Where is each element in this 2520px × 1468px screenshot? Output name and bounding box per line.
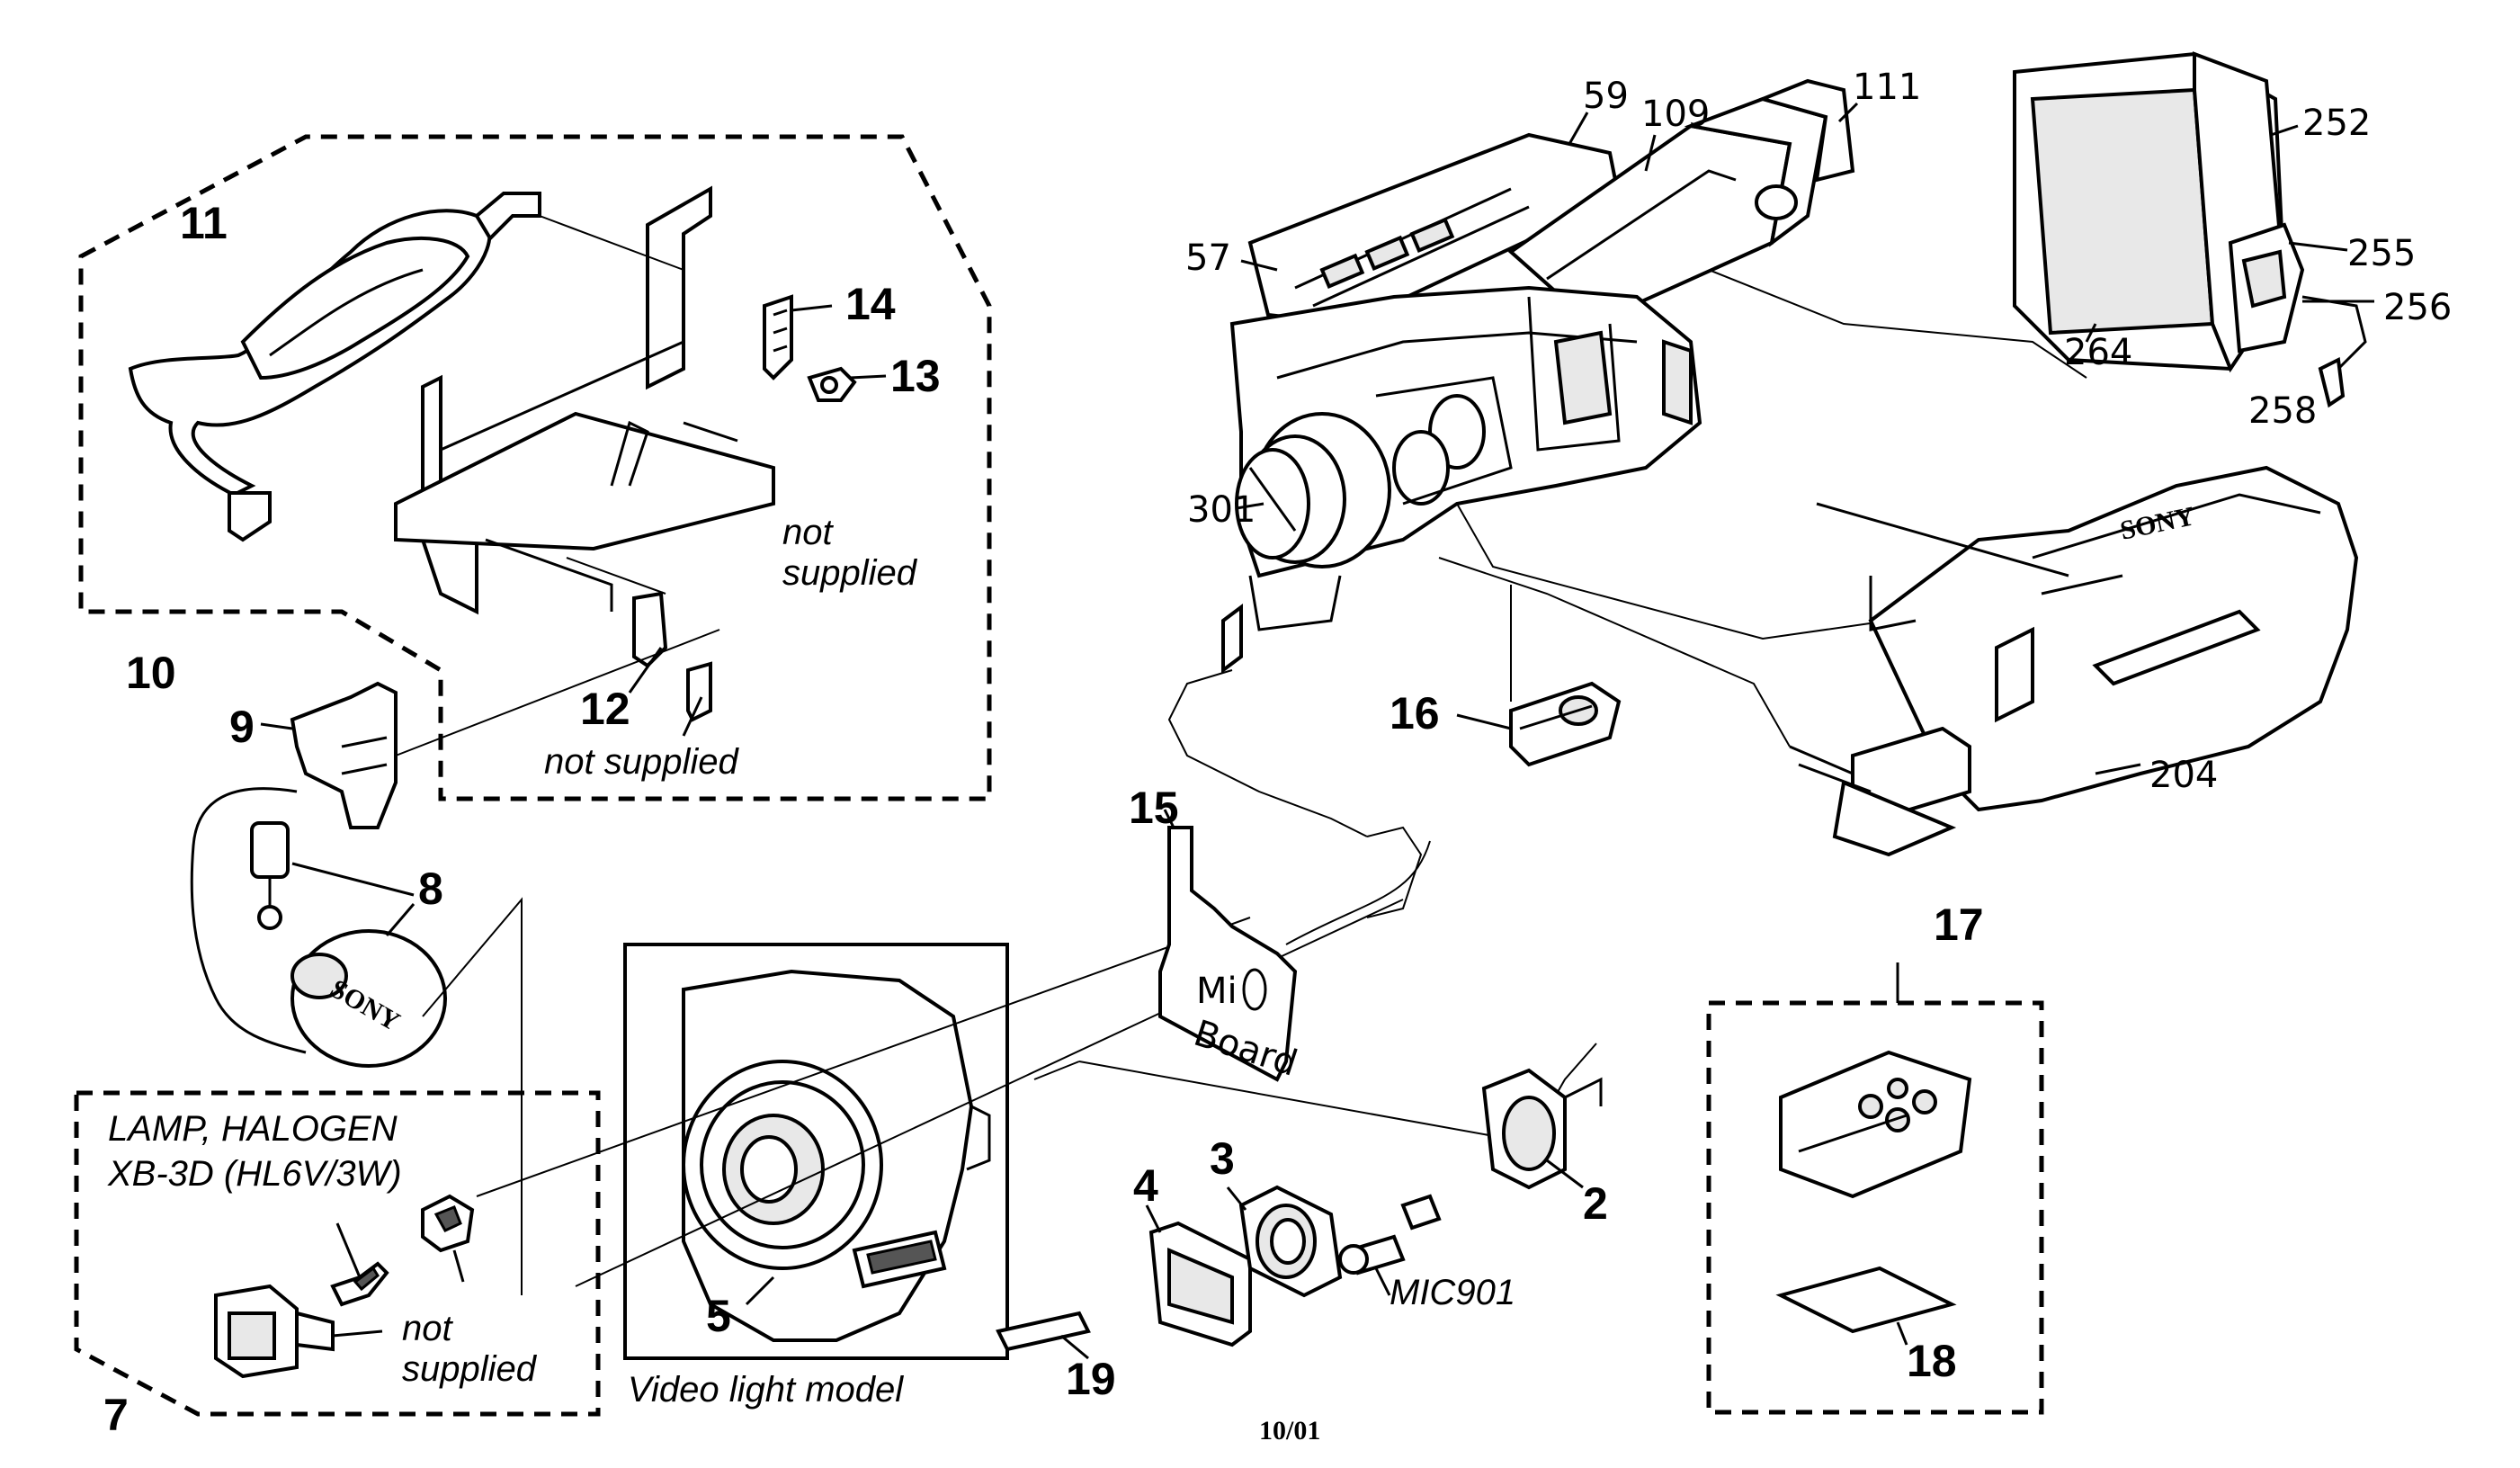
label-256: 256 bbox=[2383, 287, 2452, 328]
leader-line-f bbox=[1033, 1061, 1080, 1080]
note-lamp-line1: LAMP, HALOGEN bbox=[108, 1109, 398, 1149]
halogen-lamp bbox=[330, 1222, 389, 1307]
label-12: 12 bbox=[580, 684, 630, 734]
label-59: 59 bbox=[1583, 76, 1629, 117]
note-lamp-line2: XB-3D (HL6V/3W) bbox=[107, 1154, 402, 1194]
part-15-mi-board: Mi Board bbox=[1158, 809, 1302, 1085]
group-17-outline bbox=[1706, 1000, 2044, 1415]
group-7-outline bbox=[74, 1090, 601, 1417]
leader-264 bbox=[2085, 323, 2097, 343]
label-258: 258 bbox=[2248, 390, 2317, 432]
lcd-panel-252 bbox=[2013, 51, 2374, 408]
leader-59 bbox=[1568, 112, 1589, 145]
label-301: 301 bbox=[1187, 489, 1256, 531]
cable-3 bbox=[1708, 269, 2087, 379]
leader-line-a bbox=[395, 629, 720, 756]
cable-1 bbox=[1456, 503, 1935, 640]
label-9: 9 bbox=[229, 702, 255, 752]
part-14 bbox=[763, 294, 833, 380]
part-12 bbox=[628, 591, 712, 737]
cable-2 bbox=[1438, 557, 1791, 747]
part-8-lens-cap: SONY bbox=[190, 787, 447, 1068]
leader-line-c bbox=[476, 917, 1251, 1197]
leader-204 bbox=[2095, 763, 2141, 775]
label-11: 11 bbox=[180, 198, 228, 248]
label-15: 15 bbox=[1129, 783, 1179, 833]
leader-109 bbox=[1644, 134, 1657, 172]
part-13 bbox=[807, 366, 887, 402]
label-14: 14 bbox=[845, 279, 896, 329]
label-2: 2 bbox=[1583, 1178, 1608, 1229]
label-18: 18 bbox=[1907, 1336, 1957, 1386]
strap-11 bbox=[128, 192, 541, 542]
label-57: 57 bbox=[1185, 237, 1231, 279]
note-not-supplied-3-line2: supplied bbox=[402, 1349, 538, 1389]
remote-control bbox=[1779, 1050, 1972, 1199]
lamp-socket bbox=[421, 1194, 475, 1283]
label-109: 109 bbox=[1641, 94, 1710, 135]
note-not-supplied-1-line1: not bbox=[782, 513, 834, 552]
board-label-mi: Mi bbox=[1196, 971, 1238, 1012]
part-3 bbox=[1226, 1185, 1343, 1298]
bracket-frame-not-supplied bbox=[394, 185, 775, 615]
label-7: 7 bbox=[103, 1390, 129, 1440]
label-4: 4 bbox=[1133, 1160, 1158, 1211]
label-10: 10 bbox=[126, 648, 176, 698]
part-4 bbox=[1145, 1204, 1252, 1347]
revision-date: 10/01 bbox=[1259, 1416, 1320, 1446]
mic901 bbox=[1338, 1194, 1442, 1296]
camera-chassis bbox=[1167, 78, 1855, 945]
note-not-supplied-1-line2: supplied bbox=[782, 553, 918, 593]
label-17: 17 bbox=[1934, 900, 1984, 950]
part-5-front-housing bbox=[682, 969, 991, 1342]
label-19: 19 bbox=[1066, 1354, 1116, 1404]
leader-57 bbox=[1240, 259, 1278, 272]
part-18-battery-cover bbox=[1775, 1266, 1957, 1346]
label-3: 3 bbox=[1210, 1133, 1235, 1184]
label-5: 5 bbox=[706, 1291, 731, 1341]
part-9 bbox=[260, 681, 398, 829]
part-19 bbox=[996, 1311, 1091, 1360]
label-16: 16 bbox=[1390, 688, 1440, 738]
label-8: 8 bbox=[418, 864, 443, 914]
part-16 bbox=[1456, 585, 1622, 767]
leader-301 bbox=[1236, 502, 1264, 510]
video-light-box bbox=[623, 943, 1009, 1360]
label-264: 264 bbox=[2064, 332, 2132, 373]
note-video-light-model: Video light model bbox=[628, 1370, 904, 1410]
label-111: 111 bbox=[1853, 67, 1921, 108]
housing-204: SONY bbox=[1789, 465, 2359, 857]
part-2 bbox=[1481, 1068, 1603, 1190]
label-204: 204 bbox=[2149, 755, 2218, 796]
label-13: 13 bbox=[890, 351, 941, 401]
label-252: 252 bbox=[2302, 103, 2371, 144]
group-10-outline bbox=[78, 134, 992, 801]
leader-line-b bbox=[422, 897, 523, 1295]
label-255: 255 bbox=[2347, 233, 2416, 274]
note-not-supplied-2: not supplied bbox=[544, 742, 739, 782]
lamp-holder bbox=[214, 1284, 383, 1379]
note-mic901: MIC901 bbox=[1390, 1273, 1515, 1312]
leader-111 bbox=[1837, 102, 1859, 123]
note-not-supplied-3-line1: not bbox=[402, 1309, 453, 1348]
leader-252 bbox=[2270, 124, 2299, 137]
